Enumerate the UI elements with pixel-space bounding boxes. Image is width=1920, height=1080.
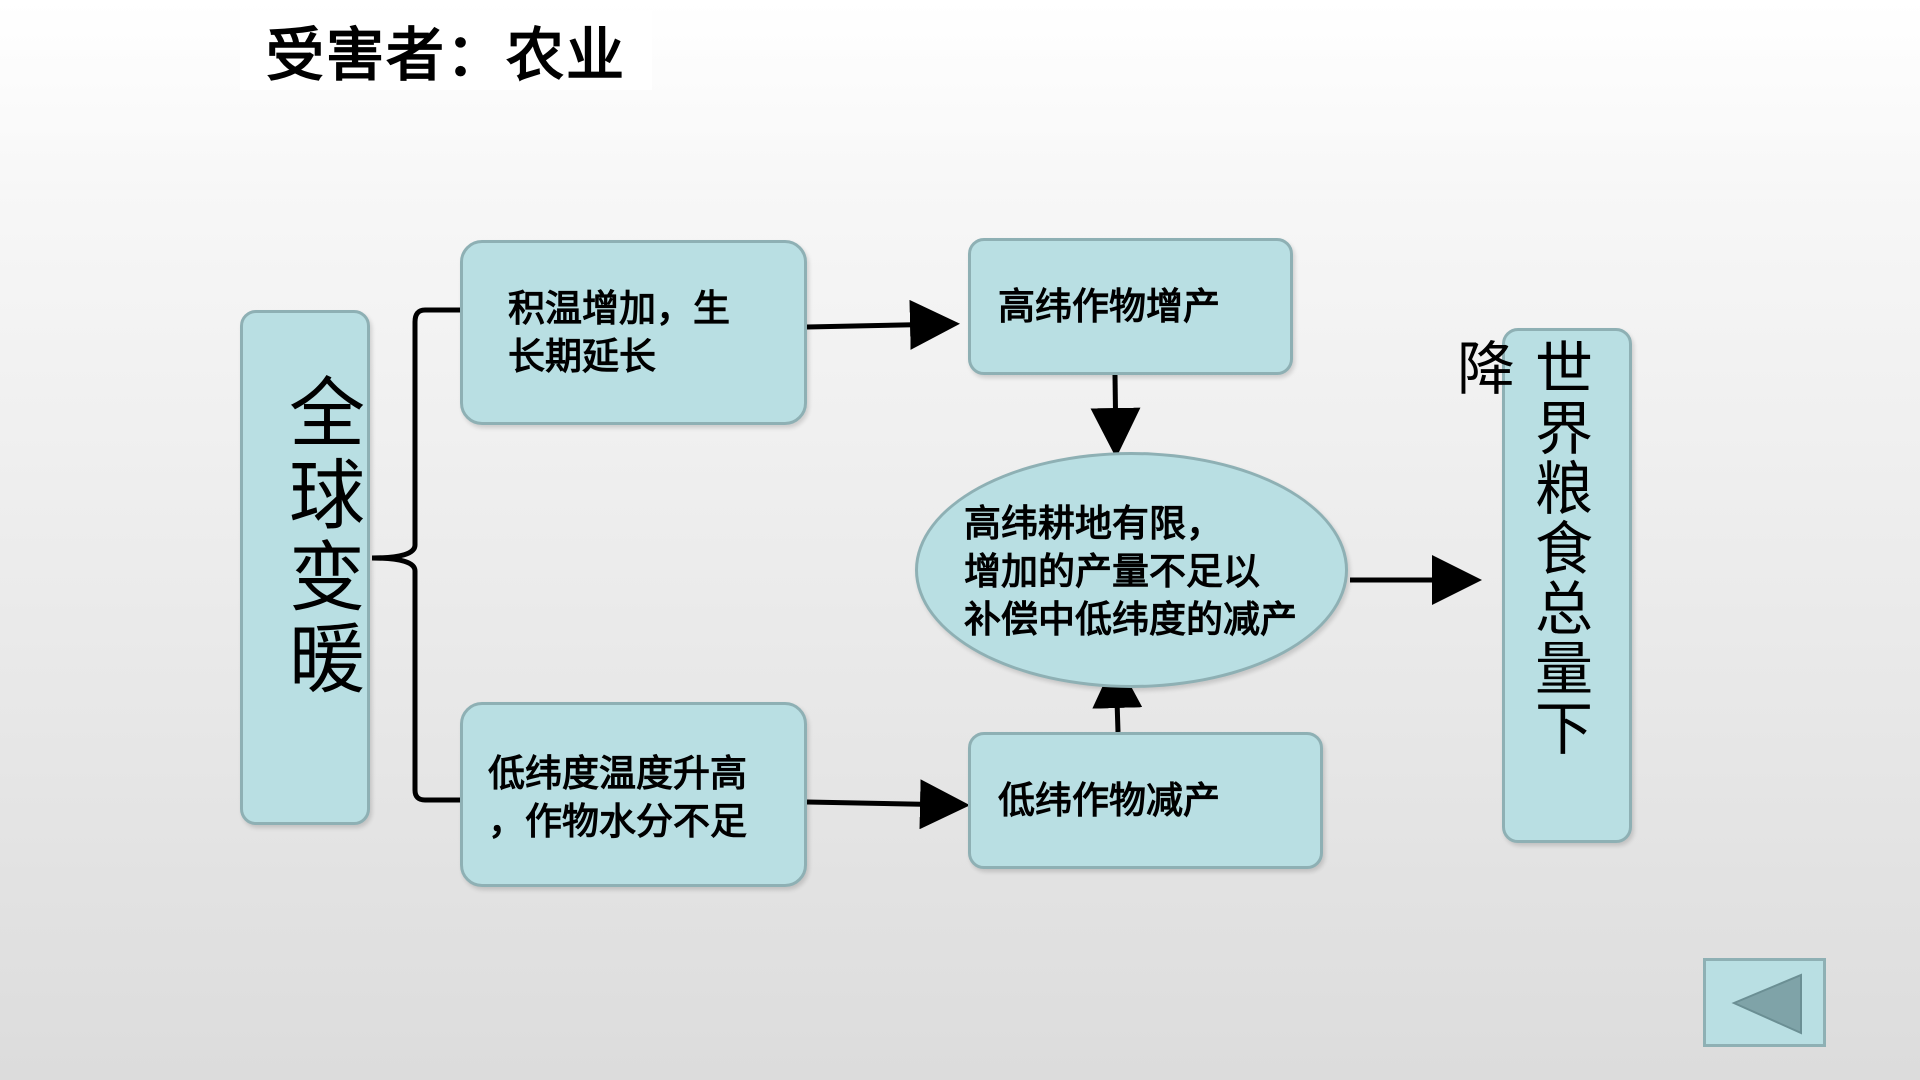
node-world-food-decline-text: 世界粮食总量下 降 — [1442, 338, 1598, 758]
arrow-heat-to-high — [806, 299, 960, 350]
node-heat-increase-line-1: 积温增加，生 — [508, 287, 730, 330]
node-high-latitude-increase-label: 高纬作物增产 — [998, 285, 1220, 328]
node-low-latitude-decrease: 低纬作物减产 — [968, 732, 1323, 869]
node-low-latitude-temperature-text: 低纬度温度升高 ，作物水分不足 — [488, 750, 747, 846]
node-high-latitude-increase: 高纬作物增产 — [968, 238, 1293, 375]
node-low-latitude-temperature-line-2: ，作物水分不足 — [488, 800, 747, 843]
node-limited-farmland-line-1: 高纬耕地有限， — [964, 502, 1223, 545]
node-limited-farmland: 高纬耕地有限， 增加的产量不足以 补偿中低纬度的减产 — [915, 452, 1348, 688]
node-world-food-decline — [1502, 328, 1632, 843]
node-world-food-decline-line-2: 降 — [1447, 338, 1515, 398]
arrow-high-to-ellipse — [1090, 374, 1141, 458]
node-low-latitude-decrease-label: 低纬作物减产 — [998, 779, 1220, 822]
node-limited-farmland-text: 高纬耕地有限， 增加的产量不足以 补偿中低纬度的减产 — [964, 500, 1297, 644]
node-heat-increase: 积温增加，生 长期延长 — [460, 240, 807, 425]
node-limited-farmland-line-3: 补偿中低纬度的减产 — [964, 598, 1297, 641]
arrow-lowtemp-to-decrease — [806, 779, 970, 830]
title-banner: 受害者：农业 — [240, 10, 652, 90]
node-global-warming-label: 全球变暖 — [276, 373, 365, 701]
bracket-connector — [371, 307, 460, 803]
node-low-latitude-temperature: 低纬度温度升高 ，作物水分不足 — [460, 702, 807, 887]
node-world-food-decline-line-1: 世界粮食总量下 — [1525, 338, 1593, 758]
back-button[interactable] — [1703, 958, 1826, 1047]
triangle-left-icon — [1731, 973, 1802, 1035]
node-heat-increase-line-2: 长期延长 — [508, 335, 656, 378]
node-heat-increase-text: 积温增加，生 长期延长 — [508, 285, 730, 381]
node-global-warming: 全球变暖 — [240, 310, 370, 825]
node-limited-farmland-line-2: 增加的产量不足以 — [964, 550, 1260, 593]
page-title: 受害者：农业 — [265, 21, 626, 89]
node-low-latitude-temperature-line-1: 低纬度温度升高 — [488, 752, 747, 795]
